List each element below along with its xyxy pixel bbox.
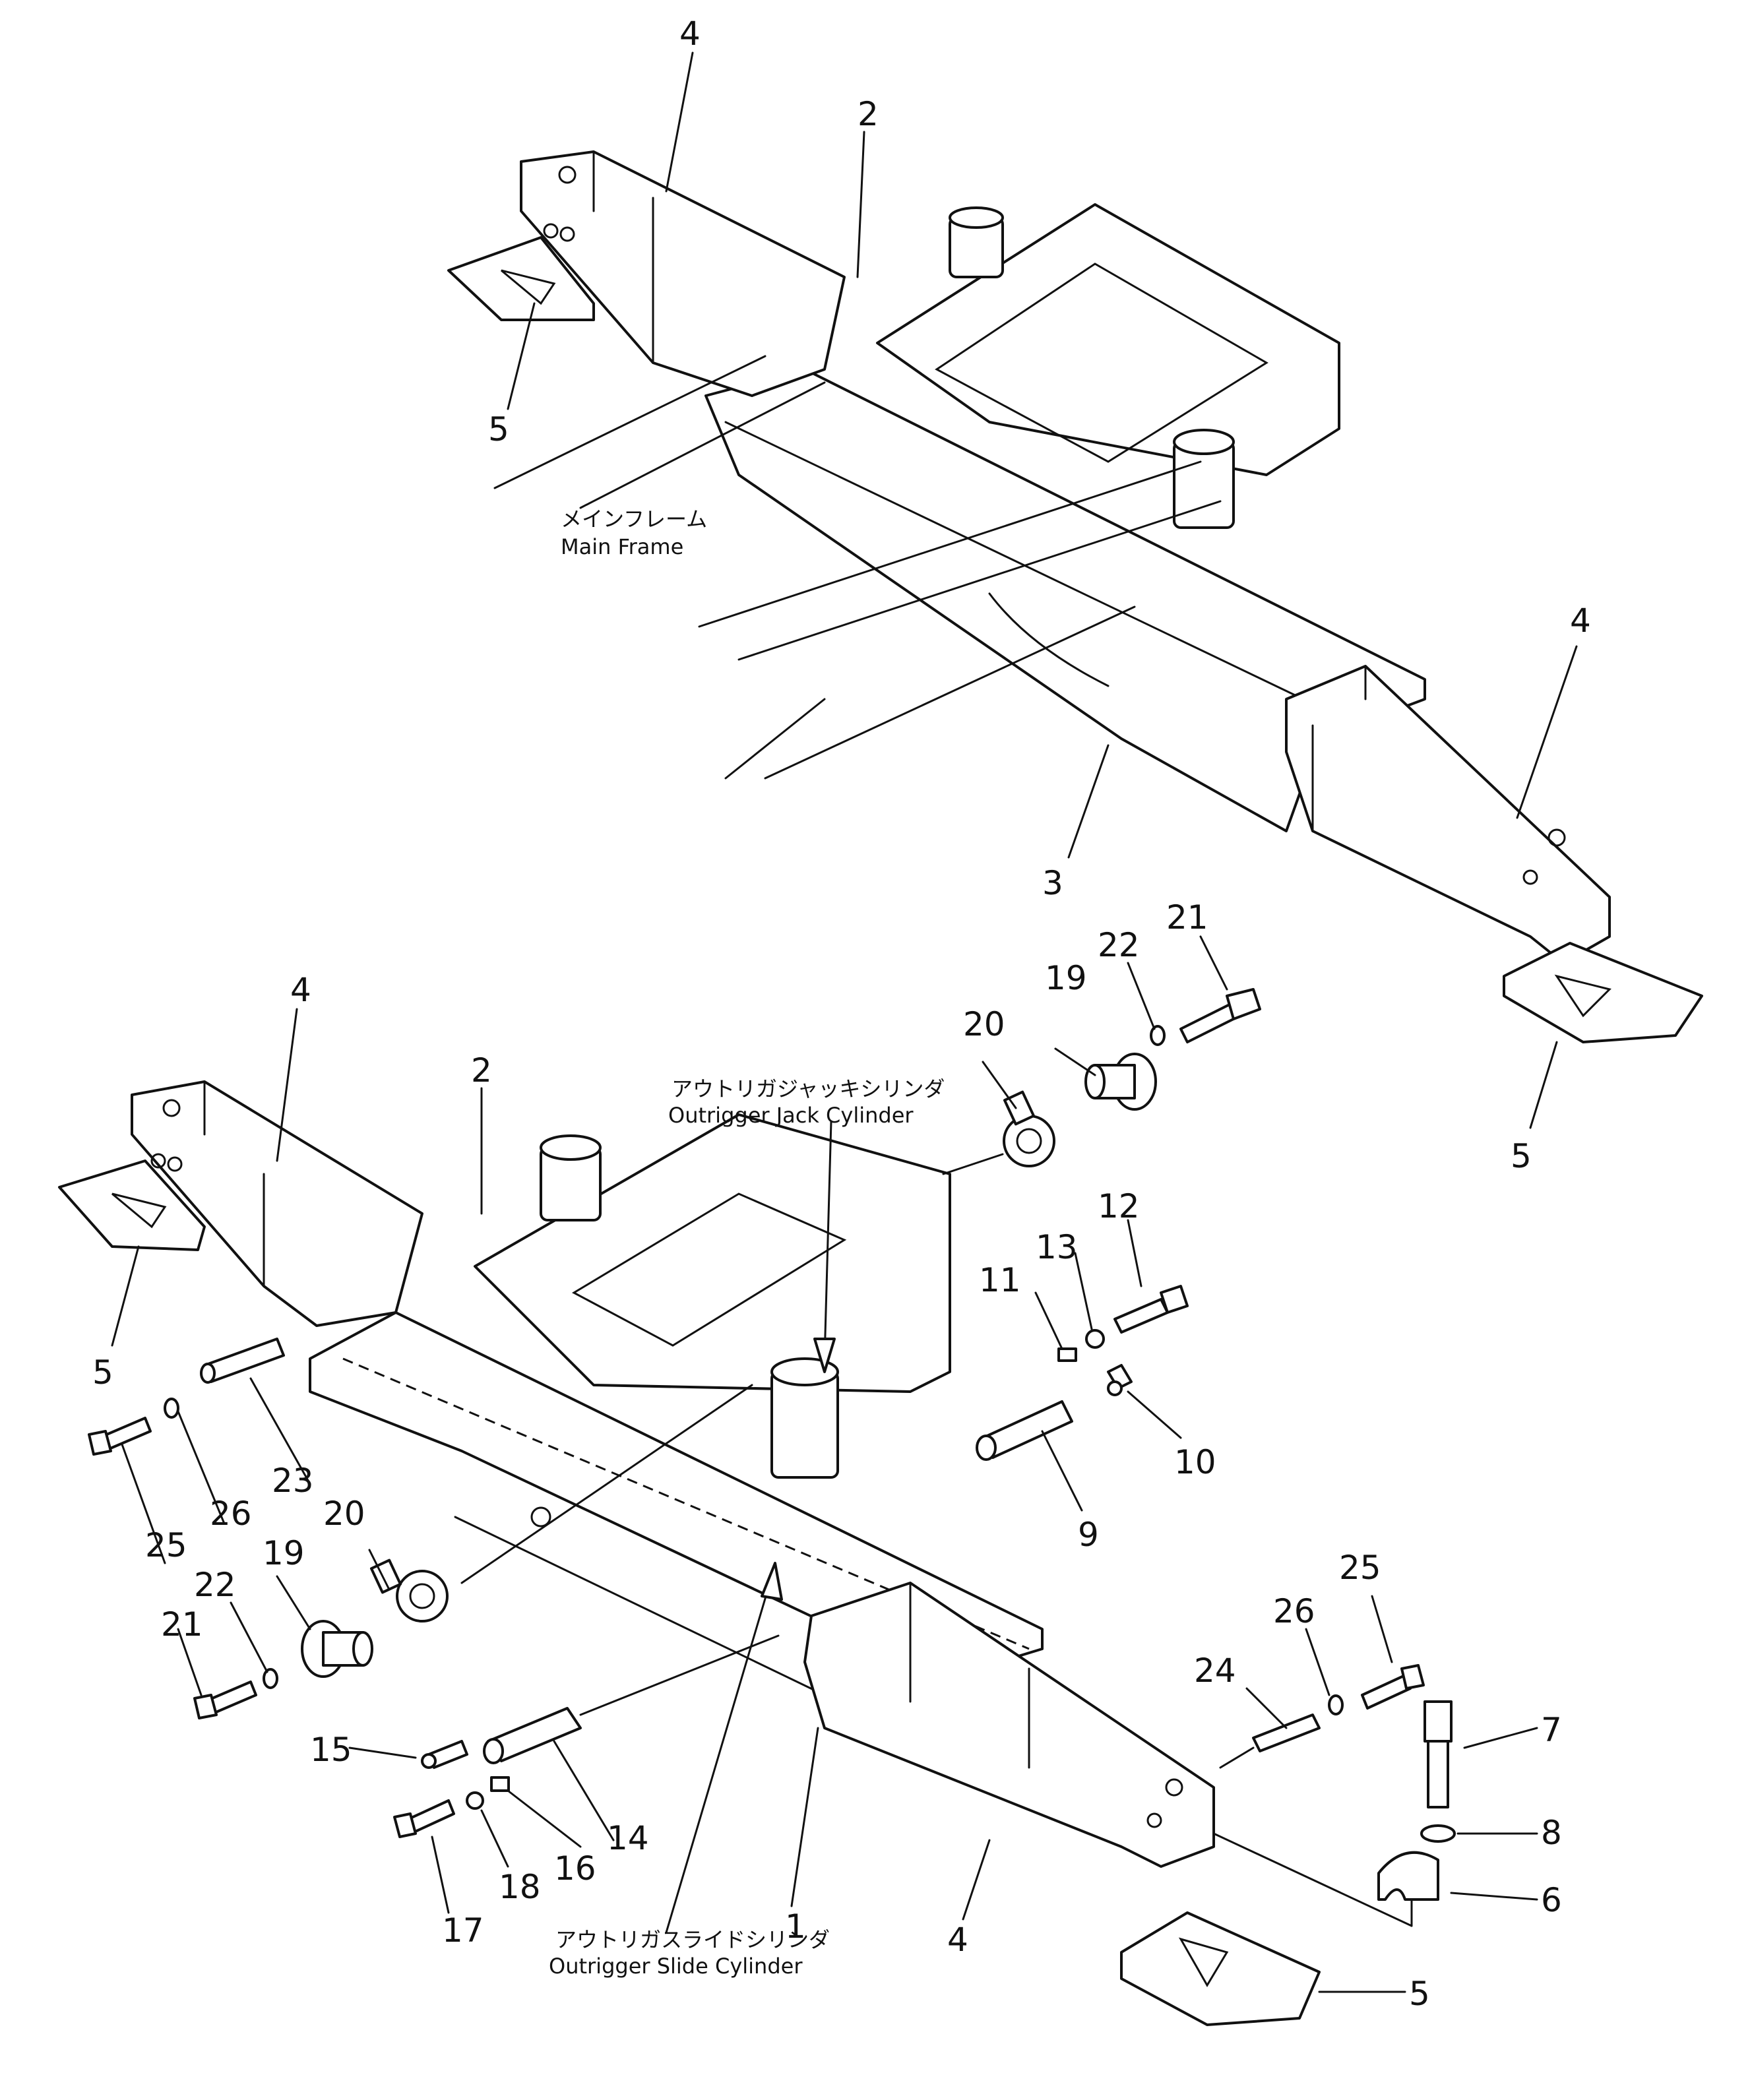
callout-top-5-left: 5 (488, 410, 509, 448)
callout-b-4-left: 4 (290, 971, 311, 1009)
callout-b-23: 23 (272, 1462, 314, 1500)
callout-b-21-left: 21 (161, 1605, 203, 1644)
part-10-grease-fitting (1107, 1364, 1133, 1396)
part-26-washer-right (1328, 1694, 1344, 1715)
top-jack-cylinder-left (949, 206, 1004, 278)
caption-slide-cylinder: アウトリガスライドシリンダ Outrigger Slide Cylinder (549, 1927, 830, 1979)
callout-b-22-left: 22 (194, 1566, 236, 1604)
part-21-bolt-left (193, 1681, 257, 1719)
part-14-pin (483, 1707, 582, 1764)
part-19-pin-left (301, 1620, 373, 1678)
callout-b-7: 7 (1541, 1711, 1562, 1749)
callout-b-1: 1 (785, 1907, 806, 1946)
callout-b-9: 9 (1078, 1516, 1099, 1554)
part-22-washer-left (263, 1668, 278, 1689)
part-19-pin-top (1084, 1053, 1157, 1111)
part-20-lock-plate-top (1003, 1090, 1055, 1167)
part-7-bolt (1424, 1700, 1453, 1808)
callout-b-8: 8 (1541, 1814, 1562, 1852)
part-26-washer-left (164, 1398, 179, 1419)
callout-b-24: 24 (1194, 1652, 1236, 1690)
part-11-plate (1057, 1347, 1077, 1362)
callout-b-16: 16 (554, 1849, 596, 1888)
part-6-cap (1377, 1851, 1439, 1901)
callout-b-18: 18 (499, 1868, 541, 1906)
callout-b-14: 14 (607, 1819, 649, 1857)
top-outrigger-arm-left (520, 150, 846, 397)
part-9-pin (976, 1400, 1073, 1461)
callout-b-26-left: 26 (210, 1495, 252, 1533)
part-17-bolt (393, 1799, 455, 1838)
main-frame-label-en: Main Frame (561, 534, 683, 559)
part-23-pin (200, 1338, 285, 1384)
bottom-jack-cylinder-front (770, 1357, 839, 1479)
top-center-box (876, 203, 1340, 476)
top-outrigger-pad-right (1503, 942, 1703, 1043)
callout-b-4-bottom: 4 (947, 1921, 968, 1959)
part-22-washer-top (1150, 1025, 1166, 1046)
part-25-bolt-left (88, 1417, 152, 1456)
callout-b-19-left: 19 (263, 1534, 305, 1572)
bottom-outrigger-pad-left (58, 1159, 206, 1251)
part-16-plate (490, 1776, 510, 1792)
part-8-washer (1420, 1824, 1456, 1843)
callout-top-2: 2 (858, 95, 879, 133)
callout-b-12: 12 (1098, 1187, 1140, 1225)
slide-cylinder-label-en: Outrigger Slide Cylinder (549, 1954, 803, 1979)
top-main-frame-assembly (447, 51, 1703, 1129)
part-18-washer (466, 1791, 484, 1810)
callout-b-22-top: 22 (1098, 926, 1140, 964)
caption-jack-cylinder: アウトリガジャッキシリンダ Outrigger Jack Cylinder (668, 1076, 945, 1128)
callout-b-21-top: 21 (1166, 898, 1208, 937)
part-20-lock-plate-left (369, 1559, 449, 1622)
callout-leaders (111, 935, 1538, 1993)
callout-b-25-right: 25 (1339, 1549, 1381, 1587)
main-frame-label-jp: メインフレーム (561, 507, 707, 532)
slide-cylinder-label-jp: アウトリガスライドシリンダ (555, 1927, 830, 1952)
callout-top-4-left: 4 (679, 15, 701, 53)
callout-b-17: 17 (442, 1911, 484, 1950)
jack-cylinder-label-jp: アウトリガジャッキシリンダ (672, 1076, 945, 1101)
callout-b-20-left: 20 (323, 1495, 365, 1533)
callout-b-11: 11 (979, 1261, 1021, 1299)
callout-top-5-right: 5 (1511, 1137, 1532, 1175)
bottom-jack-cylinder-back (540, 1134, 602, 1221)
bottom-center-box (474, 1113, 951, 1393)
top-outrigger-pad-left (447, 236, 595, 321)
callout-b-20-top: 20 (963, 1005, 1005, 1043)
part-13-washer (1085, 1329, 1105, 1349)
top-jack-cylinder-right (1173, 429, 1235, 529)
callout-b-2: 2 (471, 1051, 492, 1090)
bottom-outrigger-arm-left (131, 1080, 423, 1327)
bottom-outrigger-pad-right (1120, 1911, 1321, 2026)
callout-b-15: 15 (310, 1731, 352, 1769)
bottom-outrigger-assembly (58, 988, 1456, 2026)
top-outrigger-arm-right (1285, 665, 1611, 964)
caption-main-frame: メインフレーム Main Frame (561, 507, 707, 559)
callout-b-6: 6 (1541, 1881, 1562, 1919)
callout-b-5-left: 5 (92, 1353, 113, 1392)
callout-b-5-bottom: 5 (1409, 1975, 1430, 2013)
part-21-bolt-top (1179, 988, 1261, 1043)
callout-b-13: 13 (1036, 1228, 1078, 1266)
part-24-pin (1252, 1714, 1321, 1752)
callout-b-26-right: 26 (1273, 1592, 1315, 1630)
part-25-bolt-right (1361, 1664, 1425, 1710)
part-15-grease-fitting (421, 1740, 468, 1769)
callout-top-3: 3 (1042, 864, 1063, 902)
part-12-bolt (1113, 1285, 1189, 1334)
callout-numbers: 4 2 5 4 3 5 4 2 5 21 22 19 20 12 13 11 1… (92, 15, 1591, 2013)
callout-b-10: 10 (1174, 1443, 1216, 1481)
bottom-outrigger-arm-right (803, 1582, 1215, 1868)
jack-cylinder-label-en: Outrigger Jack Cylinder (668, 1103, 914, 1128)
callout-top-4-right: 4 (1570, 602, 1591, 640)
callout-b-19-top: 19 (1045, 959, 1087, 997)
callout-b-25-left: 25 (145, 1526, 187, 1564)
